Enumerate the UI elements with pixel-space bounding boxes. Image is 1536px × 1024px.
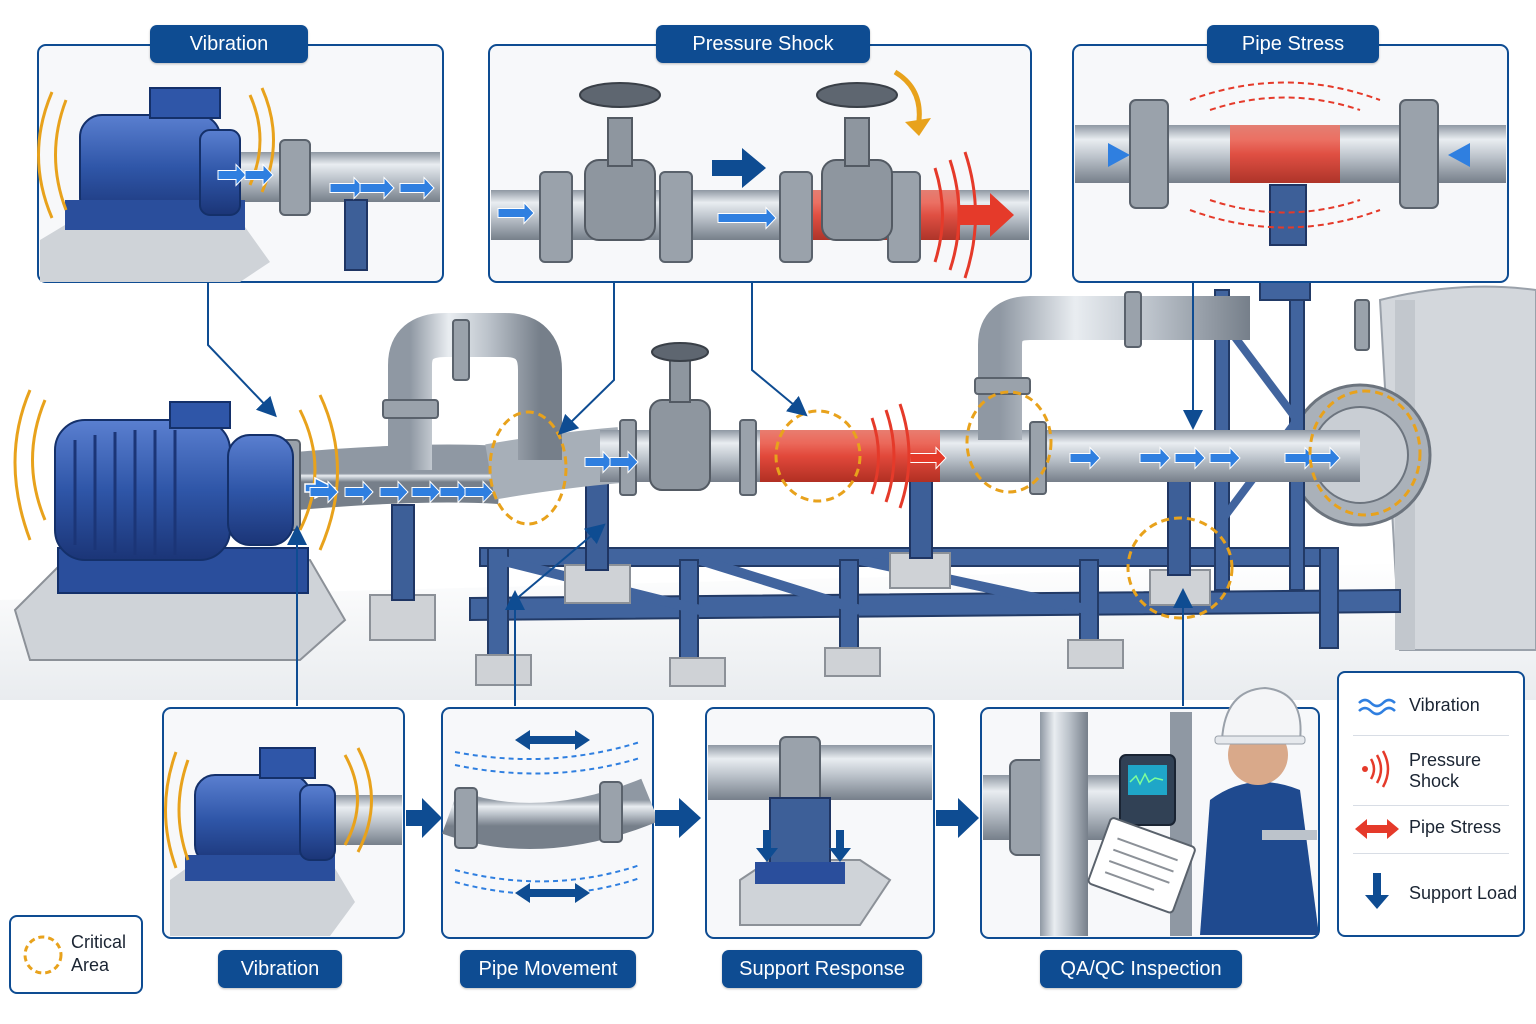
legend-label-pressure-shock: Pressure Shock [1409, 750, 1482, 791]
flow-arrow [1209, 446, 1241, 470]
flow-arrow [1069, 446, 1101, 470]
legend: Vibration Pressure Shock Pipe Stress Sup… [1337, 671, 1525, 937]
title-pipe-stress-top: Pipe Stress [1207, 25, 1379, 63]
panel-pressure-shock-top [488, 44, 1032, 283]
legend-support-load: Support Load [1339, 861, 1523, 925]
legend-pipe-stress: Pipe Stress [1339, 799, 1523, 855]
panel-vibration-top [37, 44, 444, 283]
title-vibration-top: Vibration [150, 25, 308, 63]
flow-arrows [309, 446, 1341, 504]
legend-label-support-load: Support Load [1409, 882, 1518, 903]
inspector-body [1200, 782, 1319, 935]
pipe-stress-icon [1355, 819, 1399, 839]
step-label-vibration: Vibration [218, 950, 342, 988]
legend-label-pipe-stress: Pipe Stress [1409, 816, 1502, 837]
flow-arrow [717, 206, 777, 230]
flow-arrow [1139, 446, 1171, 470]
flow-arrow [497, 201, 535, 225]
flow-arrow [379, 480, 409, 504]
connector-lines [207, 282, 1203, 706]
critical-area-key: Critical Area [9, 915, 143, 994]
panel-step-pipe-movement [441, 707, 659, 939]
flow-arrow [609, 450, 639, 474]
clipboard [1087, 817, 1196, 914]
critical-areas [488, 389, 1422, 620]
hard-hat [1220, 686, 1302, 741]
flow-arrow [464, 480, 494, 504]
flow-arrow [1309, 446, 1341, 470]
pressure-shock-waves [870, 403, 911, 509]
concrete-pads [369, 552, 1211, 687]
vibration-waves [13, 389, 339, 551]
step-label-pipe-movement: Pipe Movement [460, 950, 636, 988]
pressure-shock-icon [1362, 750, 1390, 788]
valve-handwheel [651, 342, 709, 362]
step-label-qa-qc-inspection: QA/QC Inspection [1040, 950, 1242, 988]
flow-arrow [411, 480, 441, 504]
main-valve [649, 342, 711, 491]
flow-arrow [309, 480, 339, 504]
step-label-support-response: Support Response [722, 950, 922, 988]
panel-step-qa-qc-inspection [980, 686, 1320, 939]
flow-arrow [399, 176, 435, 200]
flow-arrow [439, 480, 469, 504]
legend-label-vibration: Vibration [1409, 694, 1480, 715]
flow-arrow [344, 480, 374, 504]
critical-area-icon [23, 935, 63, 975]
flow-arrow [329, 176, 365, 200]
main-pipe [282, 296, 1360, 511]
legend-vibration: Vibration [1339, 677, 1523, 733]
panel-pipe-stress-top [1072, 44, 1509, 283]
panel-step-support-response [705, 707, 935, 939]
step-arrows [406, 798, 979, 838]
down-arrow-icon [1365, 873, 1389, 909]
title-pressure-shock-top: Pressure Shock [656, 25, 870, 63]
flow-arrow [584, 450, 614, 474]
tank [1288, 285, 1536, 651]
flow-arrow [217, 163, 247, 187]
critical-area-label: Critical Area [71, 932, 127, 975]
panel-step-vibration [162, 707, 405, 939]
flow-arrow [909, 446, 947, 470]
flow-arrow [244, 163, 274, 187]
flow-arrow [1174, 446, 1206, 470]
main-pump [13, 401, 347, 661]
flow-arrow [359, 176, 395, 200]
vibration-wave-icon [1358, 698, 1396, 716]
legend-pressure-shock: Pressure Shock [1339, 739, 1523, 803]
